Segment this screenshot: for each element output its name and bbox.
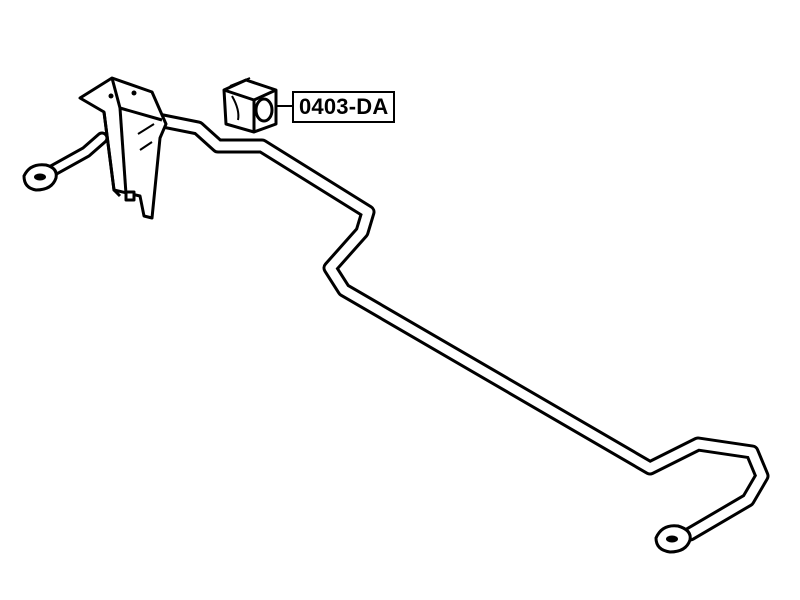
- stabilizer-bar-icon: [43, 112, 770, 542]
- end-eye-icon: [22, 163, 58, 192]
- part-number-label: 0403-DA: [292, 91, 396, 123]
- bracket-icon: [78, 76, 168, 220]
- bushing-icon: [222, 77, 278, 134]
- end-eye-icon: [654, 524, 692, 554]
